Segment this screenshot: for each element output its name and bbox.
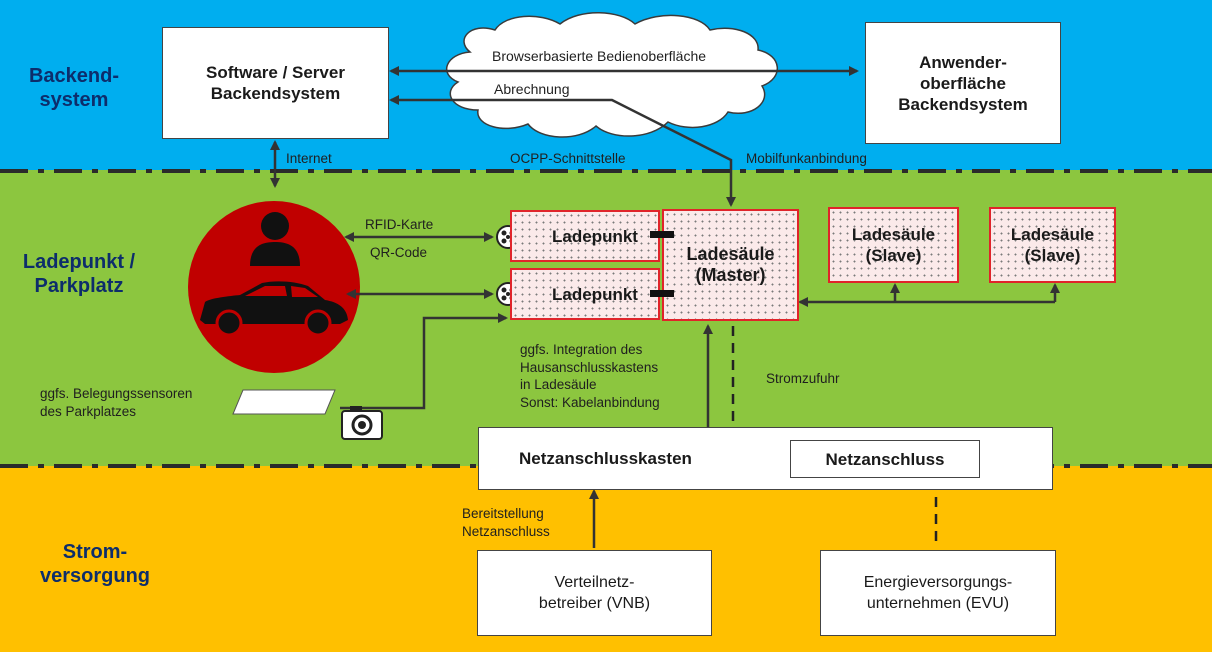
connector-bar-2 (650, 290, 674, 297)
label-stromzufuhr: Stromzufuhr (766, 371, 840, 386)
connector-bar-1 (650, 231, 674, 238)
netzanschlusskasten-label: Netzanschlusskasten (519, 449, 692, 468)
car-icon (200, 281, 348, 337)
box-ladesaeule-slave-2: Ladesäule (Slave) (989, 207, 1116, 283)
box-ladepunkt-1: Ladepunkt (510, 210, 660, 262)
cloud-shape (446, 12, 779, 138)
label-qr: QR-Code (370, 245, 428, 260)
person-icon (250, 212, 300, 266)
ladepunkt-1-label: Ladepunkt (552, 226, 638, 246)
arrow-sensor (340, 313, 508, 410)
box-anwender: Anwender- oberfläche Backendsystem (865, 22, 1061, 144)
camera-icon (341, 406, 383, 440)
box-ladesaeule-master: Ladesäule (Master) (662, 209, 799, 321)
zone-label-ladepunkt: Ladepunkt / Parkplatz (22, 251, 136, 297)
label-internet: Internet (286, 151, 332, 166)
ladepunkt-2-label: Ladepunkt (552, 284, 638, 304)
cloud-text-browser: Browserbasierte Bedienoberfläche (492, 48, 707, 64)
label-bereitstellung: Bereitstellung Netzanschluss (462, 506, 550, 539)
box-ladesaeule-slave-1: Ladesäule (Slave) (828, 207, 959, 283)
label-integration: ggfs. Integration des Hausanschlusskaste… (520, 342, 660, 410)
box-software-server: Software / Server Backendsystem (162, 27, 389, 139)
zone-label-strom: Strom- versorgung (39, 541, 151, 587)
box-ladepunkt-2: Ladepunkt (510, 268, 660, 320)
box-evu: Energieversorgungs- unternehmen (EVU) (820, 550, 1056, 636)
sensor-icon (232, 389, 336, 415)
arrow-abrechnung (389, 95, 736, 207)
zone-label-backend: Backend- system (28, 65, 120, 111)
cloud-text-abrechnung: Abrechnung (494, 81, 570, 97)
box-vnb: Verteilnetz- betreiber (VNB) (477, 550, 712, 636)
box-netzanschluss: Netzanschluss (790, 440, 980, 478)
label-ocpp: OCPP-Schnittstelle (510, 151, 626, 166)
label-rfid: RFID-Karte (365, 217, 434, 232)
label-mobilfunk: Mobilfunkanbindung (746, 151, 867, 166)
label-belegung: ggfs. Belegungssensoren des Parkplatzes (40, 386, 193, 419)
